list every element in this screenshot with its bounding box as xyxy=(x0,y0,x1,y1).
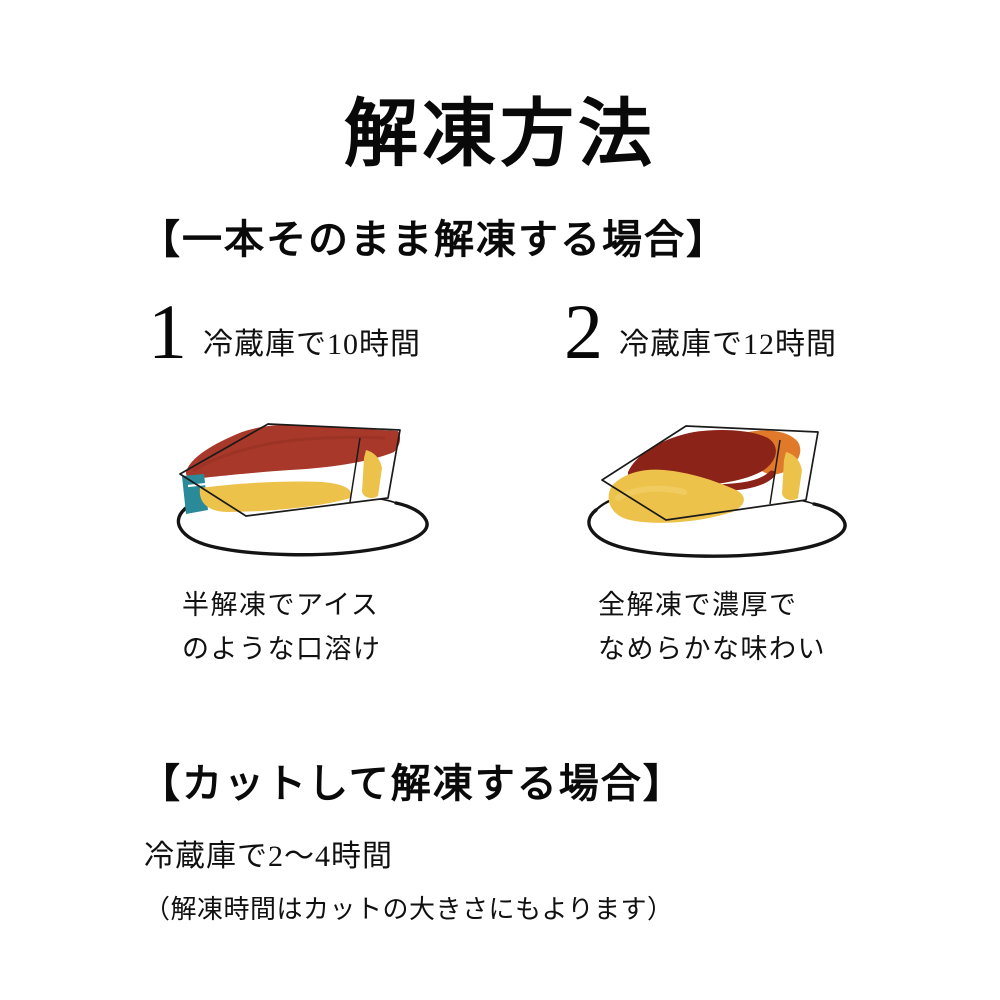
step-1-header: 1 冷蔵庫で10時間 xyxy=(148,288,421,382)
cake-on-plate-illustration-1 xyxy=(150,388,490,568)
cake-yellow-highlight xyxy=(615,485,687,501)
cake-fully-thawed-svg xyxy=(587,425,847,558)
page-title: 解凍方法 xyxy=(344,93,656,176)
step-item-2: 2 冷蔵庫で12時間 xyxy=(556,288,976,686)
section-heading-whole-piece: 【一本そのまま解凍する場合】 xyxy=(140,217,728,262)
step-1-number: 1 xyxy=(148,288,187,375)
plate-outline-front xyxy=(587,502,847,558)
step-2-number: 2 xyxy=(564,288,603,375)
cake-red-top-stroke xyxy=(192,435,386,472)
cut-thaw-time: 冷蔵庫で2〜4時間 xyxy=(144,840,393,873)
cake-edge-vertical xyxy=(769,439,781,505)
cut-section-body: 冷蔵庫で2〜4時間 （解凍時間はカットの大きさにもよります） xyxy=(144,838,864,926)
cake-half-thawed-svg xyxy=(176,423,429,557)
plate-outline-front xyxy=(176,501,429,557)
step-2-duration: 冷蔵庫で12時間 xyxy=(619,328,837,361)
cake-outline xyxy=(179,423,401,517)
step-1-caption: 半解凍でアイス のような口溶け xyxy=(182,590,382,664)
steps-row: 1 冷蔵庫で10時間 xyxy=(0,288,1000,686)
cake-yellow-spill xyxy=(608,469,744,523)
step-1-duration: 冷蔵庫で10時間 xyxy=(203,328,421,361)
cake-on-plate-illustration-2 xyxy=(566,388,906,568)
cake-yellow-front xyxy=(199,481,351,512)
cake-yellow-side xyxy=(362,450,382,499)
step-item-1: 1 冷蔵庫で10時間 xyxy=(140,288,560,686)
step-2-caption: 全解凍で濃厚で なめらかな味わい xyxy=(598,590,826,664)
section-heading-cut-pieces: 【カットして解凍する場合】 xyxy=(140,761,685,806)
cake-outline xyxy=(601,425,819,521)
cut-thaw-note: （解凍時間はカットの大きさにもよります） xyxy=(144,894,674,924)
step-2-header: 2 冷蔵庫で12時間 xyxy=(564,288,837,382)
cake-yellow-side xyxy=(782,452,802,501)
cake-edge-vertical xyxy=(349,437,361,503)
